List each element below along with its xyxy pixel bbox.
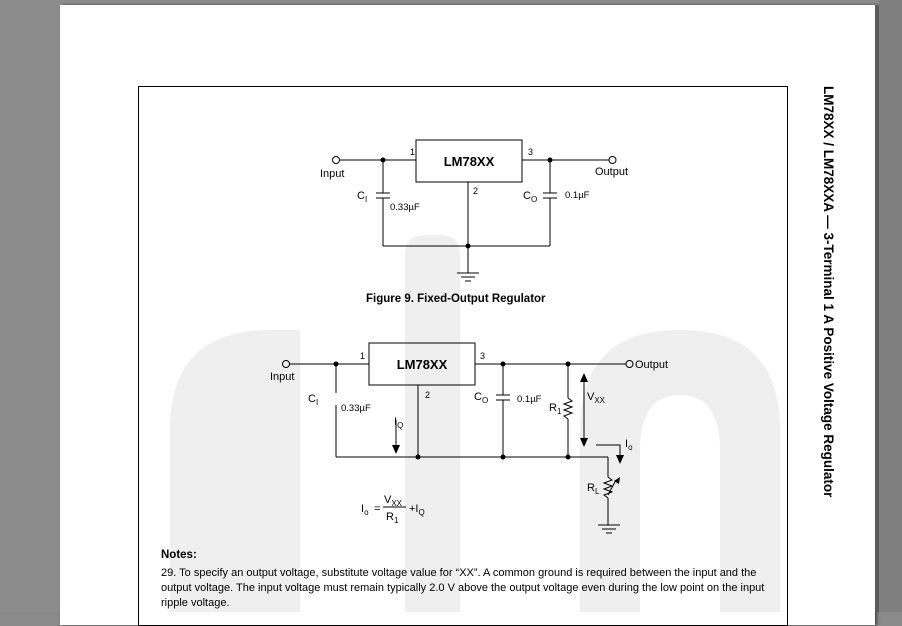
- svg-text:=: =: [374, 503, 380, 515]
- fig9-input-label: Input: [320, 168, 344, 180]
- fig9-ci-label: CI: [357, 190, 367, 204]
- fig10-pin2: 2: [425, 390, 430, 400]
- fig10-output-label: Output: [635, 359, 668, 371]
- fig10-pin3: 3: [480, 351, 485, 361]
- fig9-co-label: CO: [523, 190, 537, 204]
- notes-heading: Notes:: [161, 549, 197, 561]
- fig10-r1-label: R1: [549, 402, 562, 416]
- svg-text:Io: Io: [361, 503, 369, 517]
- svg-text:+IQ: +IQ: [409, 503, 425, 517]
- fig9-output-label: Output: [595, 166, 628, 178]
- fig10-r1-resistor: [562, 397, 574, 420]
- figure-10-circuit: [282, 342, 634, 534]
- fig9-co-value: 0.1µF: [565, 190, 590, 201]
- fig10-formula: Io = VXX R1 +IQ: [361, 494, 425, 525]
- fig10-rl-label: RL: [587, 482, 600, 496]
- sidebar-title: LM78XX / LM78XXA — 3-Terminal 1 A Positi…: [814, 86, 836, 566]
- fig10-ic-label: LM78XX: [397, 357, 448, 372]
- fig9-pin1: 1: [410, 147, 415, 157]
- fig10-pin1: 1: [360, 351, 365, 361]
- fig10-ci-label: CI: [308, 393, 318, 407]
- note-29: 29. To specify an output voltage, substi…: [161, 567, 765, 609]
- fig9-output-terminal: [608, 156, 617, 164]
- fig9-ci-value: 0.33µF: [390, 202, 420, 213]
- fig9-pin3: 3: [528, 147, 533, 157]
- fig10-output-terminal: [625, 360, 634, 368]
- fig10-co-label: CO: [474, 391, 488, 405]
- fig10-input-label: Input: [270, 371, 294, 383]
- fig10-rl-resistor: [602, 476, 614, 499]
- fig9-ic-box: [415, 139, 523, 183]
- figure-9-circuit: [332, 139, 617, 282]
- figure-caption: Figure 9. Fixed-Output Regulator: [366, 293, 546, 305]
- page-shadow: [875, 5, 879, 612]
- fig10-ci-value: 0.33µF: [341, 403, 371, 414]
- fig9-ic-label: LM78XX: [444, 154, 495, 169]
- circuit-diagrams: LM78XX 1 3 2 Input Output CI CO 0.33µF 0…: [170, 139, 780, 612]
- sidebar-title-text: LM78XX / LM78XXA — 3-Terminal 1 A Positi…: [821, 86, 836, 498]
- svg-text:VXX: VXX: [384, 494, 403, 508]
- fig10-iq-label: IQ: [394, 416, 403, 430]
- svg-text:R1: R1: [386, 511, 399, 525]
- fig10-io-label: Io: [625, 438, 633, 452]
- fig10-co-value: 0.1µF: [517, 394, 542, 405]
- vertical-scrollbar[interactable]: [879, 0, 902, 612]
- fig9-input-terminal: [332, 156, 340, 164]
- fig10-vxx-label: VXX: [587, 391, 606, 405]
- fig9-pin2: 2: [473, 186, 478, 196]
- watermark-logo: [170, 235, 780, 612]
